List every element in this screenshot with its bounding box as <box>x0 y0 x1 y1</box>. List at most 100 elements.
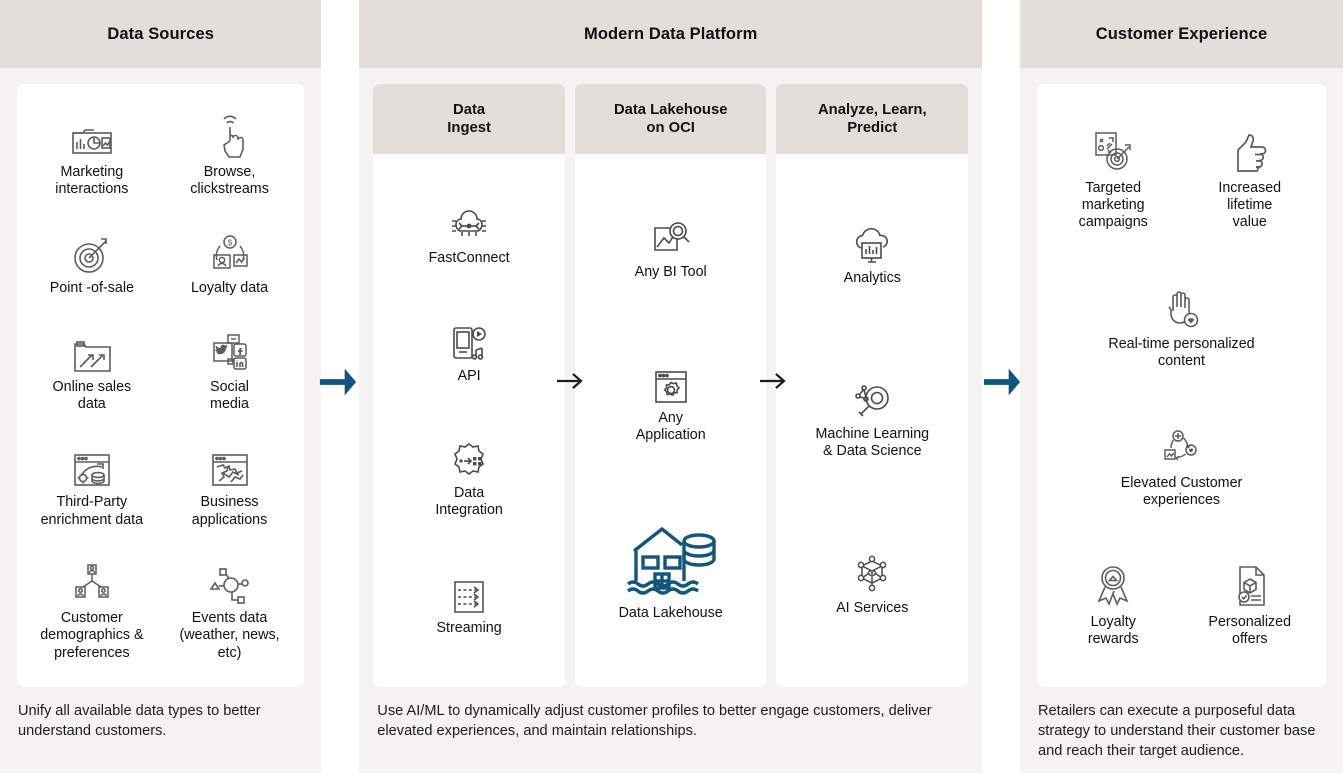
platform-item-machine-learning[interactable]: Machine Learning& Data Science <box>815 374 929 460</box>
ai-network-icon <box>851 548 893 596</box>
gap-left <box>321 0 360 773</box>
platform-item-data-lakehouse[interactable]: Data Lakehouse <box>619 521 723 622</box>
source-label: Browse,clickstreams <box>190 164 269 198</box>
source-item-loyalty-data[interactable]: $ Loyalty data <box>161 229 299 297</box>
source-item-events-data[interactable]: Events data(weather, news,etc) <box>161 559 299 661</box>
panel-items-data-ingest: FastConnect API <box>373 154 565 687</box>
column-customer-experience: Customer Experience <box>1020 0 1343 773</box>
platform-item-api[interactable]: API <box>448 316 490 385</box>
hand-tap-icon <box>210 113 250 159</box>
loyalty-card-icon: $ <box>208 229 252 275</box>
event-nodes-icon <box>207 559 253 605</box>
thumbs-up-icon <box>1228 125 1272 175</box>
platform-item-label: FastConnect <box>428 250 510 267</box>
fastconnect-icon <box>446 198 492 246</box>
gear-data-icon <box>448 433 490 481</box>
platform-item-label: Analytics <box>843 269 901 286</box>
column-title-modern-data-platform: Modern Data Platform <box>359 0 983 68</box>
customer-experience-caption: Retailers can execute a purposeful data … <box>1038 703 1316 760</box>
bi-magnifier-chart-icon <box>649 212 693 260</box>
data-sources-caption: Unify all available data types to better… <box>18 703 261 740</box>
panel-items-analyze: Analytics Machine Learning& Data Science <box>776 154 968 687</box>
arrow-sources-to-platform <box>318 360 358 404</box>
source-item-point-of-sale[interactable]: Point -of-sale <box>23 229 161 297</box>
platform-item-analytics[interactable]: Analytics <box>844 218 901 287</box>
sales-growth-icon <box>71 328 113 374</box>
target-arrow-icon <box>71 229 113 275</box>
award-ribbon-icon <box>1091 559 1135 609</box>
cloud-analytics-icon <box>850 218 894 266</box>
platform-item-label: Any BI Tool <box>634 264 707 281</box>
people-hierarchy-icon <box>70 559 114 605</box>
enrichment-browser-icon <box>71 443 113 489</box>
source-label: Events data(weather, news,etc) <box>179 610 280 661</box>
platform-item-label: Streaming <box>436 619 502 636</box>
platform-item-any-bi-tool[interactable]: Any BI Tool <box>635 212 707 281</box>
arrow-lakehouse-to-analyze <box>758 366 788 396</box>
lakehouse-icon <box>622 521 720 601</box>
platform-item-fastconnect[interactable]: FastConnect <box>429 198 510 267</box>
panel-title-analyze-learn-predict: Analyze, Learn,Predict <box>776 84 969 154</box>
platform-item-ai-services[interactable]: AI Services <box>836 548 908 617</box>
svg-text:$: $ <box>227 239 232 248</box>
platform-item-streaming[interactable]: Streaming <box>437 568 502 637</box>
source-item-browse-clickstreams[interactable]: Browse,clickstreams <box>161 113 299 198</box>
puzzle-window-icon <box>209 443 251 489</box>
arrow-platform-to-customer <box>982 360 1022 404</box>
platform-item-label: Data Lakehouse <box>618 605 723 622</box>
arrow-ingest-to-lakehouse <box>555 366 585 396</box>
panel-analyze-learn-predict: Analyze, Learn,Predict Analytics <box>776 84 969 687</box>
hand-heart-icon <box>1160 281 1204 331</box>
source-label: Loyalty data <box>190 280 269 297</box>
marketing-chart-icon <box>69 113 115 159</box>
platform-item-label: Machine Learning& Data Science <box>815 426 930 460</box>
streaming-lines-icon <box>448 568 490 616</box>
platform-caption: Use AI/ML to dynamically adjust customer… <box>377 703 932 740</box>
platform-item-label: API <box>457 367 481 384</box>
platform-item-label: AI Services <box>836 600 909 617</box>
ml-magnifier-icon <box>850 374 894 422</box>
column-title-customer-experience: Customer Experience <box>1020 0 1343 68</box>
